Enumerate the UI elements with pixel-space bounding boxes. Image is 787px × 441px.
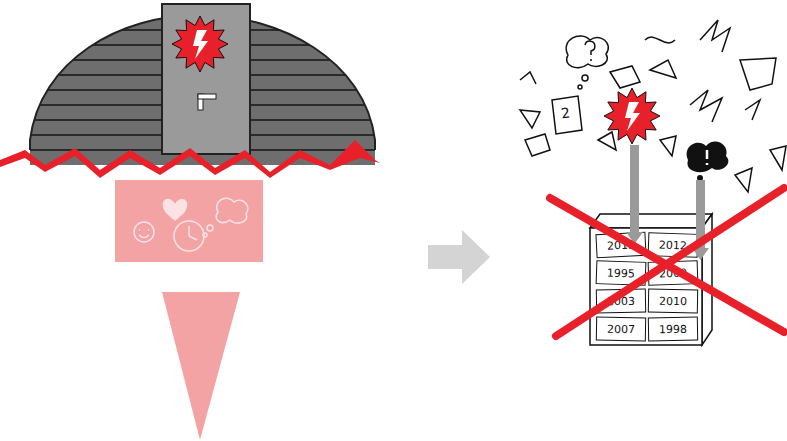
flow-arrow (428, 230, 490, 284)
drawer-year: 2007 (607, 322, 635, 335)
drawer: 1998 (648, 317, 698, 342)
alarm-burst (604, 88, 660, 144)
drawer-year: 1998 (659, 322, 687, 335)
drawer-year: 1995 (607, 266, 635, 280)
drawer: 2007 (596, 317, 646, 342)
cross-out (550, 188, 784, 336)
memory-box (115, 180, 263, 262)
alarm-burst (172, 16, 228, 72)
worry-cloud (687, 141, 729, 181)
funnel (162, 292, 240, 440)
door (162, 4, 250, 154)
memory-icons (134, 198, 248, 251)
break-line (0, 140, 380, 178)
scattered-papers (520, 36, 786, 192)
drawer: 2010 (648, 289, 698, 314)
drawer-year: 2010 (659, 294, 687, 307)
